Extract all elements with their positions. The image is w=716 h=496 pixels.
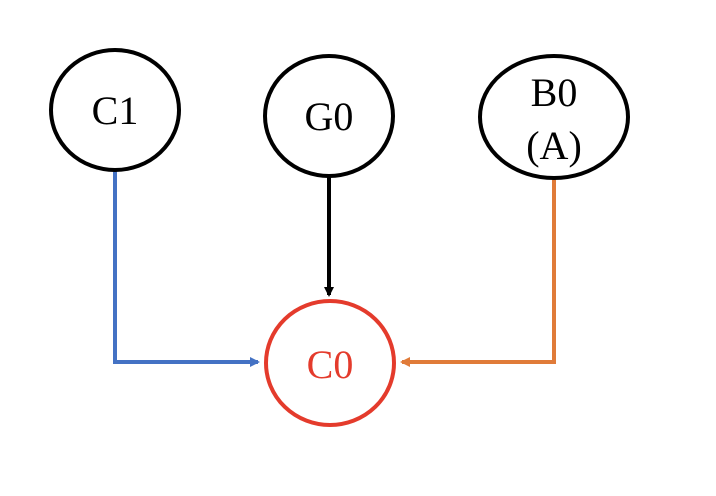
node-c0-label: C0 [307,342,354,387]
node-c1-circle [49,48,181,172]
edge-c1-to-c0 [113,170,260,367]
node-b0: B0 (A) [478,54,630,180]
node-b0-label-line1: B0 [531,70,578,115]
node-c1-label: C1 [92,88,139,133]
node-g0: G0 [263,54,395,178]
edge-b0-to-c0 [400,178,556,367]
node-b0-label-line2: (A) [526,123,582,168]
node-b0-circle [478,54,630,180]
node-g0-circle [263,54,395,178]
node-g0-label: G0 [305,94,354,139]
node-c0: C0 [264,299,396,427]
node-c1: C1 [49,48,181,172]
node-c0-circle [264,299,396,427]
